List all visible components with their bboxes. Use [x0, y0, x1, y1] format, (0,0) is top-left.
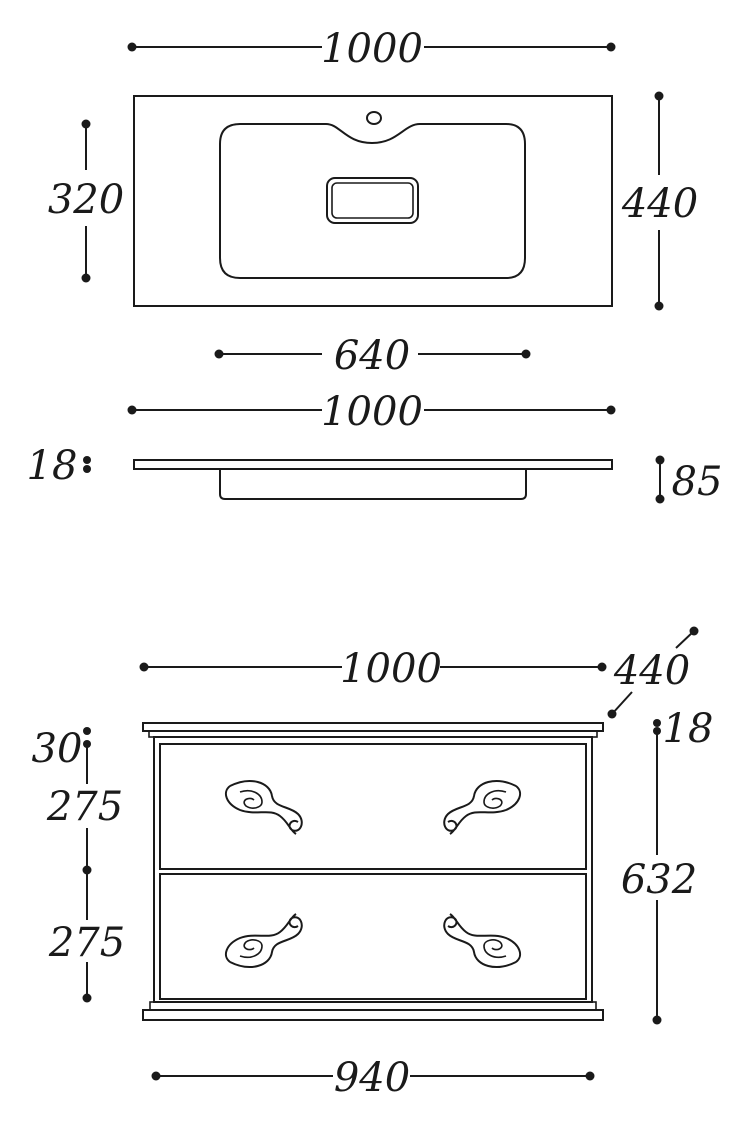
drawer-bottom: [159, 873, 587, 1000]
front-width-label: 1000: [340, 646, 442, 692]
base-width-dimension: 940: [151, 1055, 595, 1101]
top-width-label: 1000: [321, 26, 423, 72]
top-slab-outline: [133, 95, 613, 307]
handle-swirl-icon: [443, 780, 522, 835]
handle-swirl-icon: [224, 913, 303, 968]
plinth-molding: [149, 1001, 597, 1011]
top-thickness-label: 18: [663, 706, 714, 752]
side-basin: [219, 469, 527, 500]
front-depth-dimension: 440: [607, 626, 699, 719]
plinth-label: 30: [32, 726, 83, 772]
top-view: 1000 320 440: [48, 26, 698, 379]
front-left-dimensions: 30 275 275: [32, 726, 125, 1003]
side-thickness-label: 18: [27, 443, 78, 489]
front-view: 1000 440: [32, 626, 714, 1101]
tap-hole: [366, 111, 382, 125]
basin-width-label: 640: [334, 333, 410, 379]
basin-outline: [219, 123, 526, 279]
front-width-dimension: 1000: [139, 646, 607, 692]
basin-width-dimension: 640: [214, 333, 531, 379]
drain-outer: [326, 177, 419, 224]
base-width-label: 940: [334, 1055, 410, 1101]
drawer-top-label: 275: [46, 784, 123, 830]
handle-swirl-icon: [443, 913, 522, 968]
height-label: 632: [621, 857, 697, 903]
drain-inner: [331, 182, 414, 219]
side-height-label: 85: [672, 459, 723, 505]
basin-depth-label: 320: [48, 177, 124, 223]
drawer-top: [159, 743, 587, 870]
plinth: [142, 1009, 604, 1021]
front-right-dimensions: 18 632: [621, 706, 714, 1025]
side-width-label: 1000: [321, 389, 423, 435]
side-slab: [133, 459, 613, 470]
side-thickness-dimension: 18: [27, 443, 91, 489]
drawer-bottom-label: 275: [48, 920, 125, 966]
side-view: 1000 18 85: [27, 389, 723, 505]
top-depth-label: 440: [621, 181, 698, 227]
basin-depth-dimension: 320: [48, 119, 124, 283]
front-depth-label: 440: [613, 648, 690, 694]
cabinet-top: [142, 722, 604, 732]
top-depth-dimension: 440: [621, 91, 698, 311]
side-width-dimension: 1000: [127, 389, 616, 435]
handle-swirl-icon: [224, 780, 303, 835]
top-width-dimension: 1000: [127, 26, 616, 72]
side-height-dimension: 85: [655, 455, 723, 505]
